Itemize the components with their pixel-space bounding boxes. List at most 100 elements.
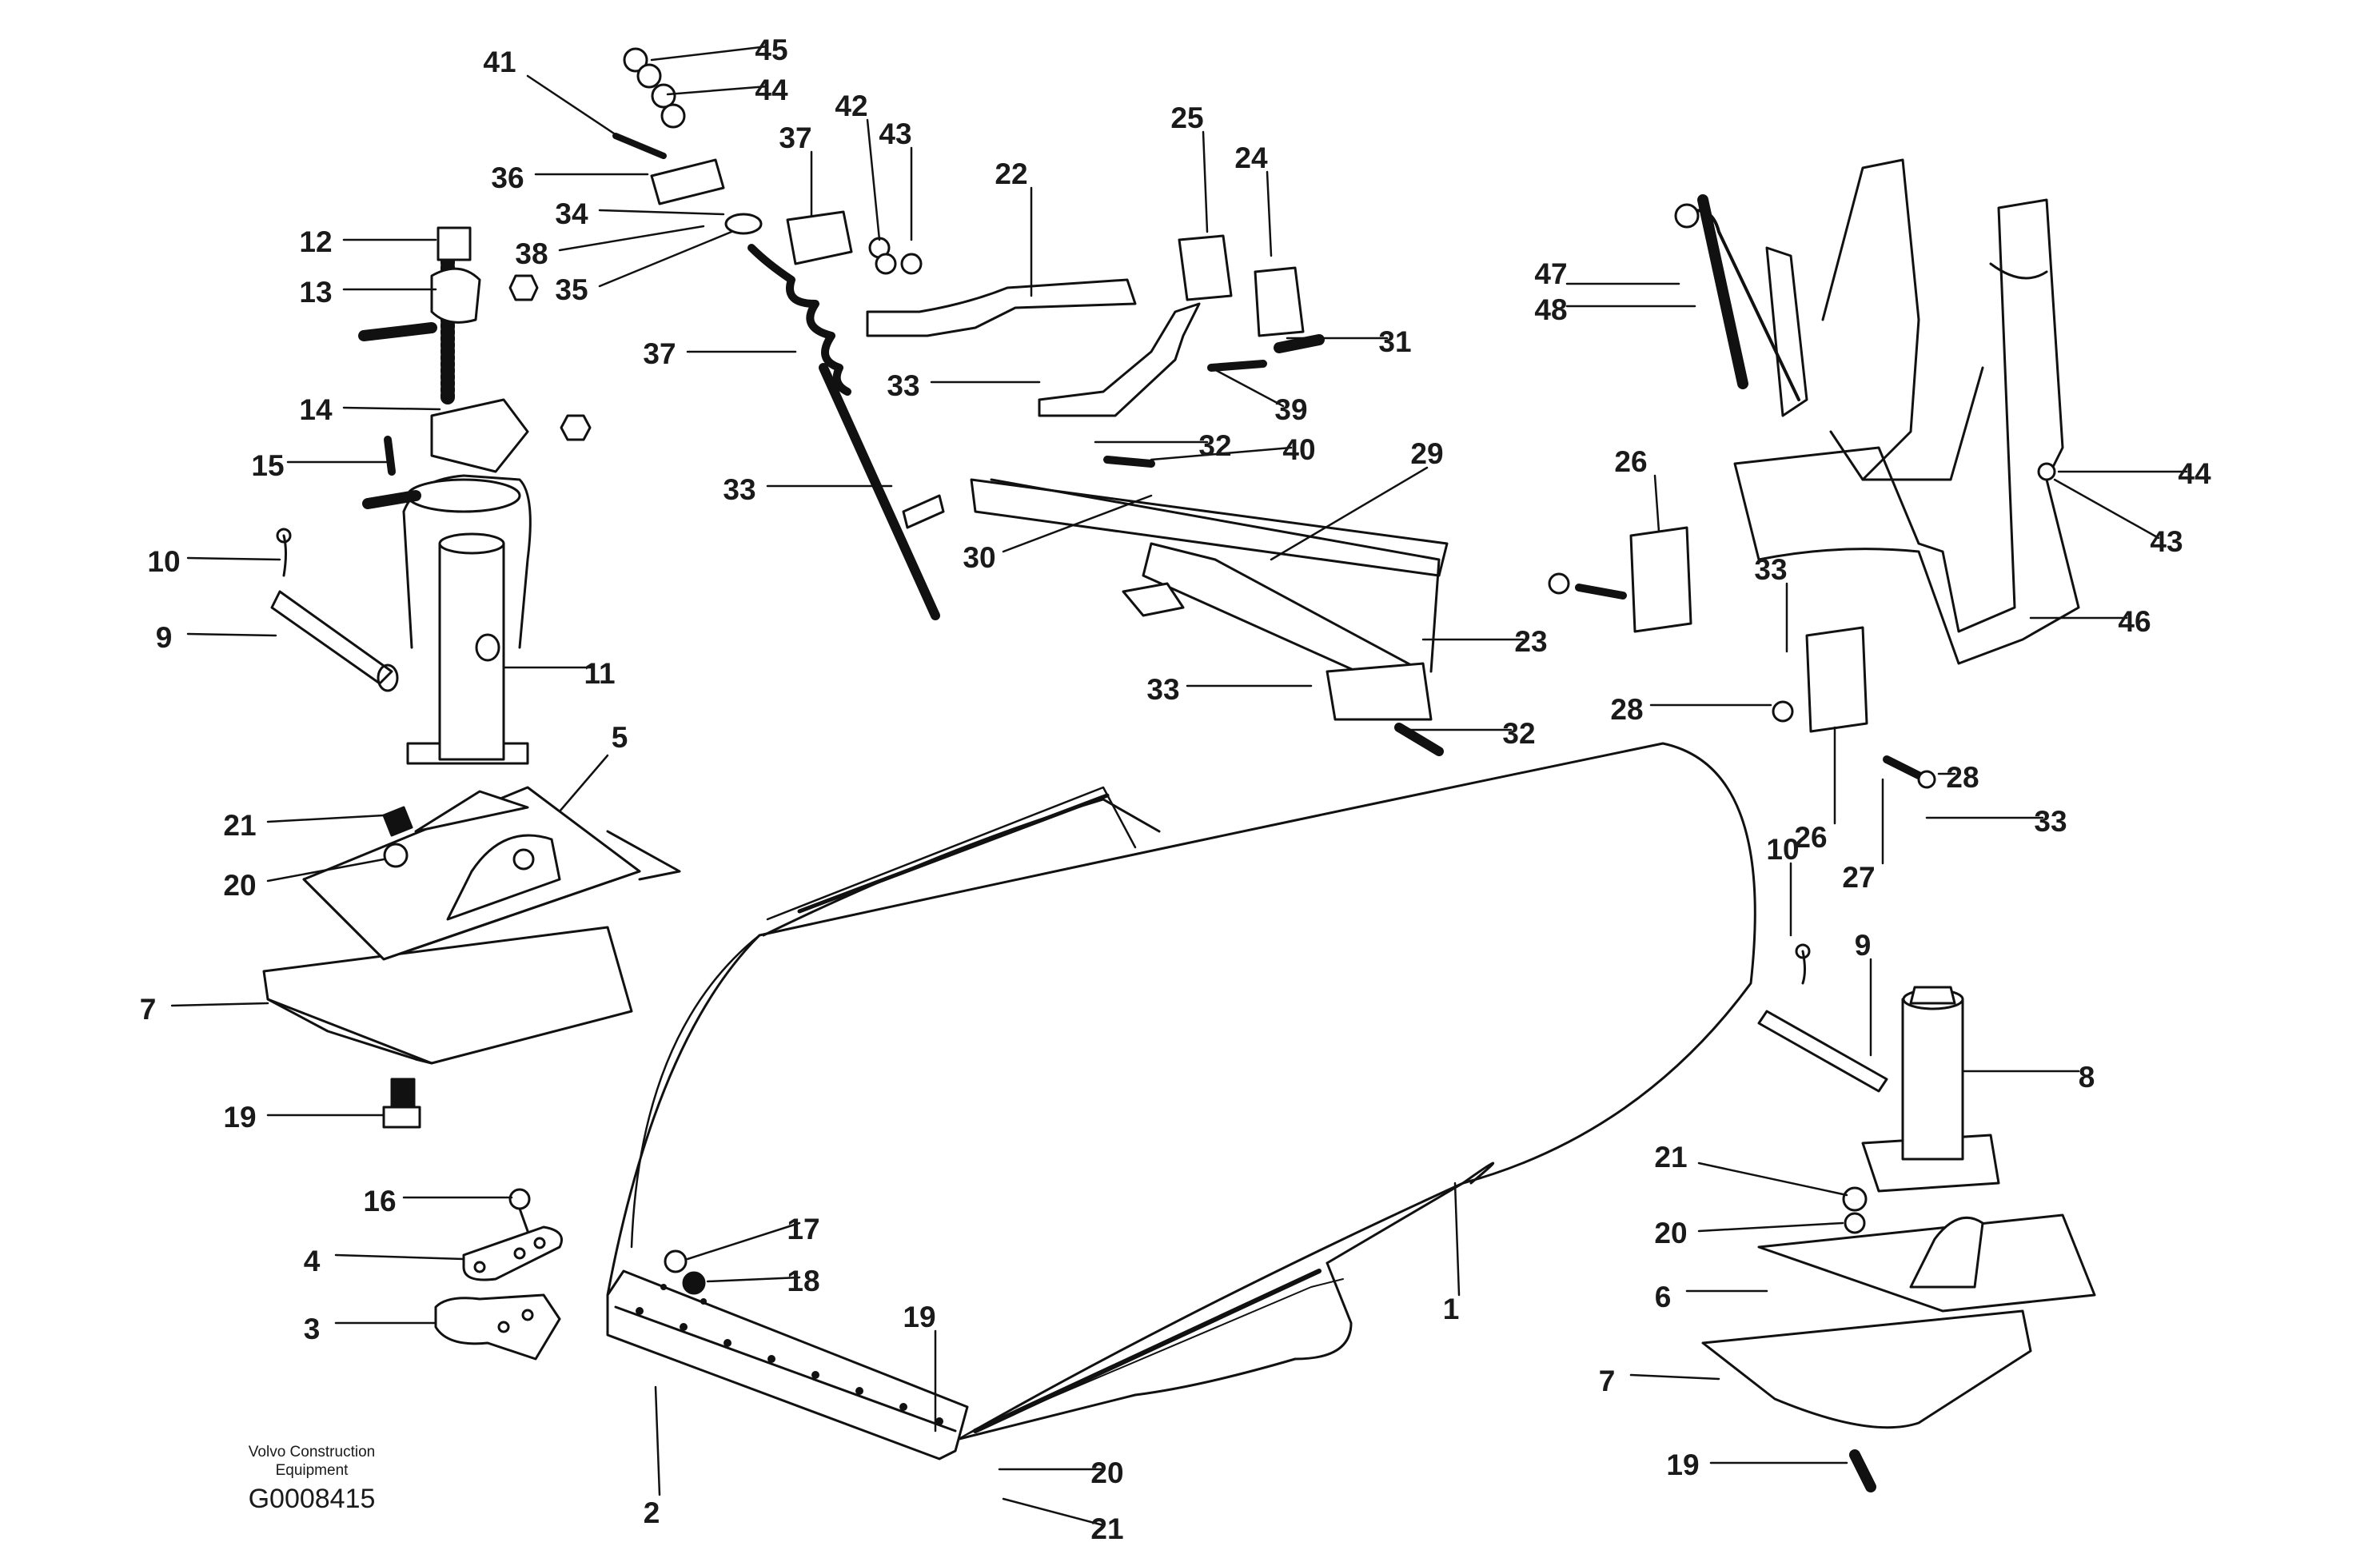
leader-line-7 — [170, 1002, 269, 1007]
callout-label-32: 32 — [1502, 717, 1535, 750]
callout-label-19: 19 — [903, 1301, 935, 1333]
callout-label-30: 30 — [963, 541, 995, 574]
callout-label-42: 42 — [835, 90, 867, 122]
callout-label-8: 8 — [2079, 1061, 2095, 1094]
moldboard-blade — [606, 742, 1756, 1440]
leader-line-44 — [666, 85, 769, 96]
spring-rod-assembly — [612, 47, 945, 620]
callout-label-4: 4 — [304, 1245, 321, 1277]
leader-line-26 — [1653, 474, 1660, 533]
callout-label-28: 28 — [1610, 693, 1643, 726]
callout-label-21: 21 — [223, 809, 256, 842]
callout-label-5: 5 — [612, 721, 628, 754]
leader-line-18 — [706, 1276, 801, 1283]
leader-line-24 — [1266, 170, 1273, 257]
leader-line-38 — [558, 225, 705, 252]
callout-label-17: 17 — [787, 1213, 819, 1245]
credit-company-line2: Equipment — [275, 1462, 349, 1479]
callout-label-27: 27 — [1842, 861, 1875, 894]
callout-label-23: 23 — [1514, 625, 1547, 658]
callout-label-39: 39 — [1274, 393, 1307, 426]
leader-line-34 — [598, 209, 725, 216]
leader-line-4 — [334, 1253, 465, 1261]
callout-label-9: 9 — [1855, 929, 1872, 962]
callout-label-44: 44 — [2178, 457, 2211, 490]
leader-line-17 — [686, 1221, 801, 1261]
callout-label-15: 15 — [251, 449, 284, 482]
callout-label-34: 34 — [555, 197, 588, 230]
callout-label-24: 24 — [1234, 141, 1268, 174]
leader-line-35 — [598, 230, 733, 288]
callout-label-35: 35 — [555, 273, 588, 306]
figure-id: G0008415 — [248, 1484, 376, 1514]
callout-label-20: 20 — [1090, 1456, 1123, 1489]
callout-label-7: 7 — [140, 993, 157, 1026]
callout-label-43: 43 — [879, 118, 911, 150]
callout-label-6: 6 — [1655, 1281, 1672, 1313]
callout-label-10: 10 — [147, 545, 180, 578]
callout-label-13: 13 — [299, 276, 332, 309]
leader-line-42 — [866, 118, 881, 241]
callout-label-21: 21 — [1654, 1141, 1687, 1173]
leader-line-7 — [1629, 1373, 1720, 1381]
leader-line-21 — [1002, 1497, 1105, 1527]
callout-label-14: 14 — [299, 393, 333, 426]
leader-lines — [170, 45, 2188, 1527]
credit-company-line1: Volvo Construction — [248, 1444, 376, 1460]
leader-line-29 — [1270, 466, 1429, 561]
leader-line-9 — [186, 632, 277, 637]
callout-label-11: 11 — [584, 657, 615, 690]
cutting-edge — [606, 1269, 969, 1460]
callout-label-3: 3 — [304, 1313, 321, 1345]
callout-label-28: 28 — [1946, 761, 1979, 794]
callout-label-41: 41 — [483, 46, 516, 78]
callout-label-38: 38 — [515, 237, 548, 270]
callout-label-22: 22 — [995, 157, 1027, 190]
callout-label-31: 31 — [1378, 325, 1411, 358]
push-arm-assembly — [866, 234, 1449, 756]
leader-line-20 — [266, 858, 385, 883]
leader-line-25 — [1202, 130, 1209, 233]
callout-label-26: 26 — [1794, 821, 1827, 854]
leader-line-41 — [526, 74, 625, 141]
callout-label-21: 21 — [1090, 1512, 1123, 1545]
leader-line-21 — [1697, 1162, 1848, 1197]
callout-label-1: 1 — [1443, 1293, 1460, 1325]
leader-line-45 — [650, 45, 769, 62]
callout-label-9: 9 — [156, 621, 173, 654]
callout-label-44: 44 — [755, 74, 788, 106]
leader-line-20 — [1697, 1221, 1844, 1233]
callout-label-19: 19 — [1666, 1448, 1699, 1481]
callout-label-33: 33 — [723, 473, 755, 506]
callout-labels: 1234567789910101112131415161718191919202… — [140, 34, 2211, 1545]
callout-label-29: 29 — [1410, 437, 1443, 470]
callout-label-2: 2 — [644, 1496, 660, 1529]
callout-label-43: 43 — [2150, 525, 2183, 558]
callout-label-46: 46 — [2118, 605, 2151, 638]
callout-label-33: 33 — [1754, 553, 1787, 586]
leader-line-1 — [1453, 1181, 1461, 1297]
leader-line-14 — [342, 406, 441, 411]
leader-line-43 — [2053, 478, 2160, 540]
callout-label-32: 32 — [1198, 429, 1231, 462]
end-bit-plates — [434, 1225, 563, 1361]
left-pivot-post — [270, 226, 592, 765]
leader-line-21 — [266, 814, 385, 823]
callout-label-37: 37 — [643, 337, 676, 370]
right-pivot-and-skid-shoe — [1701, 943, 2096, 1492]
left-skid-shoe — [262, 786, 681, 1129]
callout-label-33: 33 — [1146, 673, 1179, 706]
leader-line-5 — [558, 754, 609, 813]
leader-line-39 — [1210, 366, 1285, 408]
callout-label-25: 25 — [1170, 102, 1203, 134]
callout-label-7: 7 — [1599, 1365, 1616, 1397]
callout-label-36: 36 — [491, 161, 524, 194]
callout-label-47: 47 — [1534, 257, 1567, 290]
callout-label-20: 20 — [1654, 1217, 1687, 1249]
callout-label-40: 40 — [1282, 433, 1315, 466]
callout-label-18: 18 — [787, 1265, 819, 1297]
leader-line-10 — [186, 556, 281, 561]
callout-label-16: 16 — [363, 1185, 396, 1217]
callout-label-33: 33 — [887, 369, 919, 402]
